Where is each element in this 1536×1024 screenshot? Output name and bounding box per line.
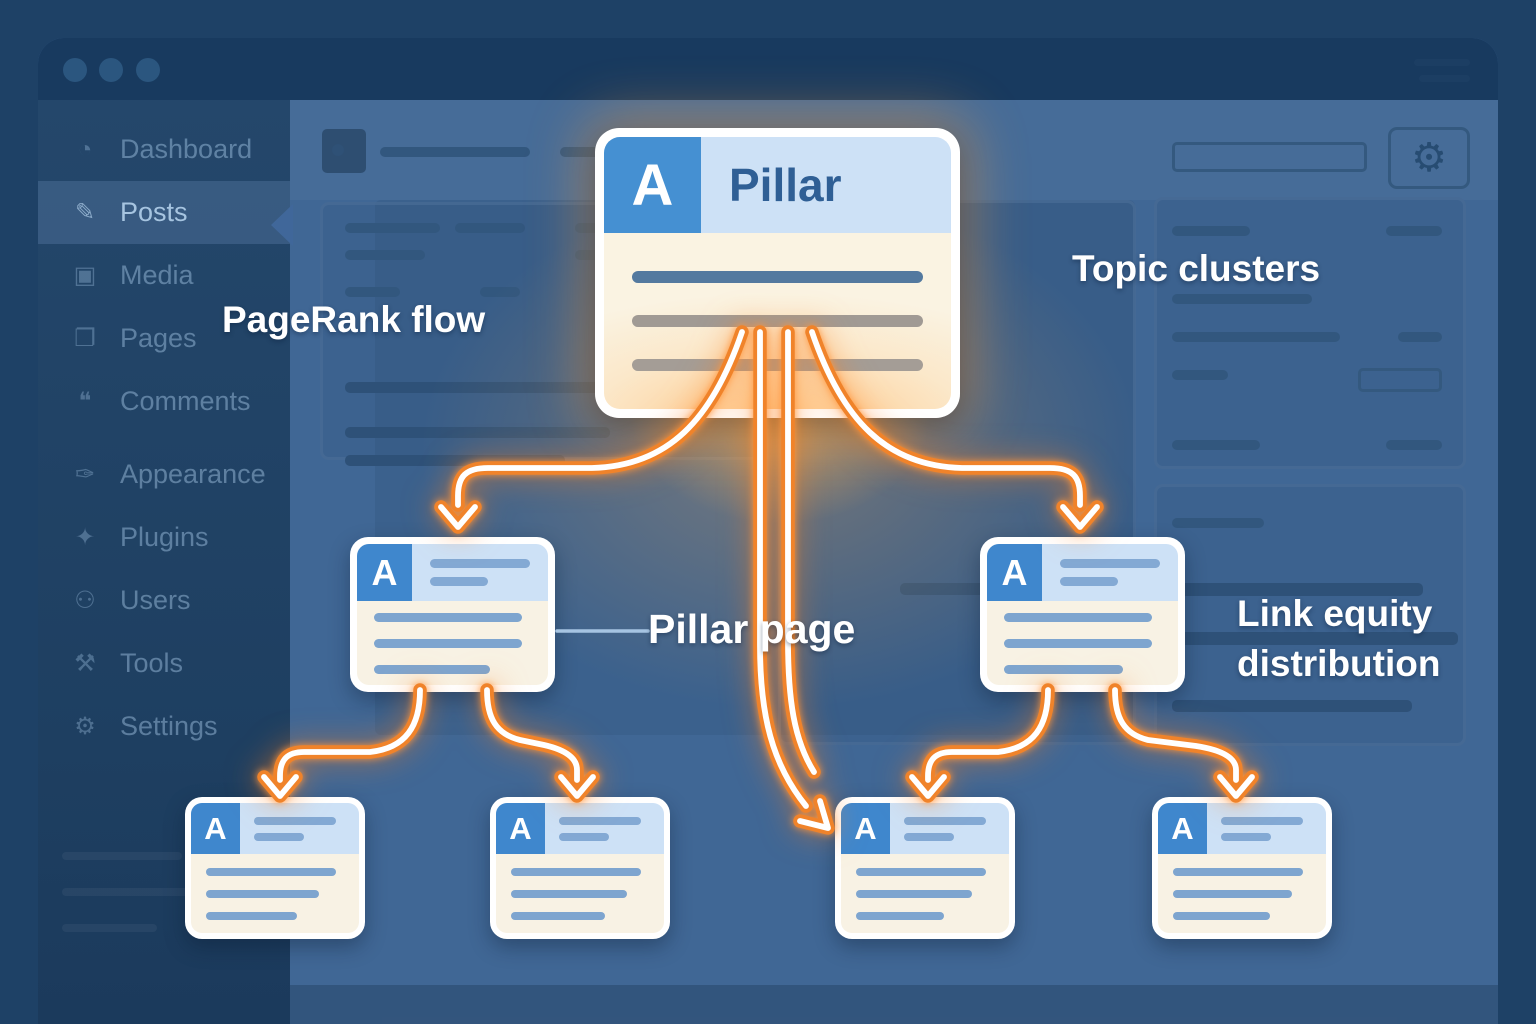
sidebar-item-users[interactable]: ⚇ Users bbox=[38, 569, 290, 632]
skeleton-line bbox=[1172, 294, 1312, 304]
wrench-icon: ⚒ bbox=[74, 650, 96, 677]
card-title-skeleton bbox=[545, 803, 641, 854]
skeleton-line bbox=[345, 427, 610, 438]
card-content-skeleton bbox=[841, 854, 1009, 933]
card-content-skeleton bbox=[1158, 854, 1326, 933]
page-badge: A bbox=[604, 137, 701, 233]
skeleton-line bbox=[1172, 370, 1228, 380]
sidebar-item-label: Tools bbox=[120, 648, 184, 678]
sidebar-item-posts[interactable]: ✎ Posts bbox=[38, 181, 290, 244]
link-equity-label-line2: distribution bbox=[1237, 643, 1441, 684]
dashboard-icon: ◔ bbox=[77, 135, 93, 163]
card-content-skeleton bbox=[191, 854, 359, 933]
pillar-page-card[interactable]: A Pillar bbox=[595, 128, 960, 418]
settings-gear-button[interactable]: ⚙ bbox=[1388, 127, 1470, 189]
sidebar-item-label: Comments bbox=[120, 386, 251, 416]
sidebar-item-label: Dashboard bbox=[120, 134, 253, 164]
card-content-skeleton bbox=[496, 854, 664, 933]
card-content-skeleton bbox=[987, 601, 1178, 685]
window-titlebar bbox=[38, 38, 1498, 100]
sidebar-skeleton-line bbox=[62, 888, 212, 896]
page-badge: A bbox=[841, 803, 890, 854]
pillar-card-header: A Pillar bbox=[604, 137, 951, 233]
sidebar-item-label: Appearance bbox=[120, 459, 266, 489]
card-title-skeleton bbox=[890, 803, 986, 854]
pagerank-flow-label: PageRank flow bbox=[222, 299, 486, 340]
skeleton-line bbox=[1172, 518, 1264, 528]
cluster-card[interactable]: A bbox=[980, 537, 1185, 692]
skeleton-line bbox=[345, 287, 400, 297]
skeleton-line bbox=[1178, 632, 1458, 645]
pages-icon: ❐ bbox=[74, 325, 96, 352]
plugin-icon: ✦ bbox=[74, 524, 96, 551]
cluster-card[interactable]: A bbox=[835, 797, 1015, 939]
cluster-card[interactable]: A bbox=[490, 797, 670, 939]
topic-clusters-label: Topic clusters bbox=[1072, 248, 1321, 289]
skeleton-line bbox=[1398, 332, 1442, 342]
sidebar-item-tools[interactable]: ⚒ Tools bbox=[38, 632, 290, 695]
window-control-dot[interactable] bbox=[136, 58, 160, 82]
skeleton-line bbox=[1172, 332, 1340, 342]
user-icon: ⚇ bbox=[74, 587, 96, 614]
sidebar-item-dashboard[interactable]: ◔ Dashboard bbox=[38, 118, 290, 181]
sidebar-item-label: Posts bbox=[120, 197, 188, 227]
sidebar-item-pages[interactable]: ❐ Pages bbox=[38, 307, 290, 370]
skeleton-line bbox=[1386, 226, 1442, 236]
brush-icon: ✑ bbox=[74, 461, 96, 488]
sidebar-item-label: Media bbox=[120, 260, 194, 290]
thumbnail-skeleton bbox=[322, 129, 366, 173]
pillar-page-label: Pillar page bbox=[648, 606, 856, 652]
cluster-card[interactable]: A bbox=[1152, 797, 1332, 939]
sidebar-item-label: Users bbox=[120, 585, 191, 615]
sidebar-item-media[interactable]: ▣ Media bbox=[38, 244, 290, 307]
settings-icon: ⚙ bbox=[74, 713, 96, 740]
page-badge: A bbox=[496, 803, 545, 854]
page-badge: A bbox=[987, 544, 1042, 601]
card-title-skeleton bbox=[412, 544, 530, 601]
card-title-skeleton bbox=[1207, 803, 1303, 854]
sidebar-item-label: Settings bbox=[120, 711, 218, 741]
sidebar-item-label: Plugins bbox=[120, 522, 209, 552]
skeleton-line bbox=[380, 147, 530, 157]
skeleton-line bbox=[345, 455, 565, 466]
page-badge: A bbox=[357, 544, 412, 601]
skeleton-line bbox=[345, 223, 440, 233]
page-badge: A bbox=[1158, 803, 1207, 854]
page-badge: A bbox=[191, 803, 240, 854]
sidebar-item-label: Pages bbox=[120, 323, 197, 353]
skeleton-line bbox=[480, 287, 520, 297]
card-title-skeleton bbox=[240, 803, 336, 854]
pushpin-icon: ✎ bbox=[74, 199, 96, 226]
comment-icon: ❝ bbox=[78, 388, 92, 415]
card-title-skeleton bbox=[1042, 544, 1160, 601]
skeleton-line bbox=[1172, 440, 1260, 450]
window-control-dot[interactable] bbox=[63, 58, 87, 82]
skeleton-line bbox=[455, 223, 525, 233]
gear-icon: ⚙ bbox=[1411, 136, 1447, 180]
sidebar-item-settings[interactable]: ⚙ Settings bbox=[38, 695, 290, 758]
skeleton-line bbox=[1386, 440, 1442, 450]
active-item-beak bbox=[271, 204, 293, 246]
content-footer-band bbox=[290, 985, 1498, 1024]
search-input-skeleton[interactable] bbox=[1172, 142, 1367, 172]
sidebar-item-comments[interactable]: ❝ Comments bbox=[38, 370, 290, 433]
pillar-card-content-skeleton bbox=[604, 233, 951, 409]
pillar-card-title: Pillar bbox=[729, 159, 842, 211]
window-control-dot[interactable] bbox=[99, 58, 123, 82]
skeleton-line bbox=[1178, 583, 1423, 596]
cluster-card[interactable]: A bbox=[185, 797, 365, 939]
sidebar-skeleton-line bbox=[62, 924, 157, 932]
card-content-skeleton bbox=[357, 601, 548, 685]
admin-sidebar: ◔ Dashboard ✎ Posts ▣ Media ❐ Pages ❝ Co… bbox=[38, 100, 290, 1024]
cluster-card[interactable]: A bbox=[350, 537, 555, 692]
skeleton-line bbox=[1172, 700, 1412, 712]
button-skeleton[interactable] bbox=[1358, 368, 1442, 392]
media-icon: ▣ bbox=[73, 262, 97, 289]
sidebar-skeleton-line bbox=[62, 852, 182, 860]
sidebar-item-appearance[interactable]: ✑ Appearance bbox=[38, 443, 290, 506]
link-equity-label-line1: Link equity bbox=[1237, 593, 1433, 634]
skeleton-line bbox=[345, 250, 425, 260]
skeleton-line bbox=[1172, 226, 1250, 236]
sidebar-item-plugins[interactable]: ✦ Plugins bbox=[38, 506, 290, 569]
